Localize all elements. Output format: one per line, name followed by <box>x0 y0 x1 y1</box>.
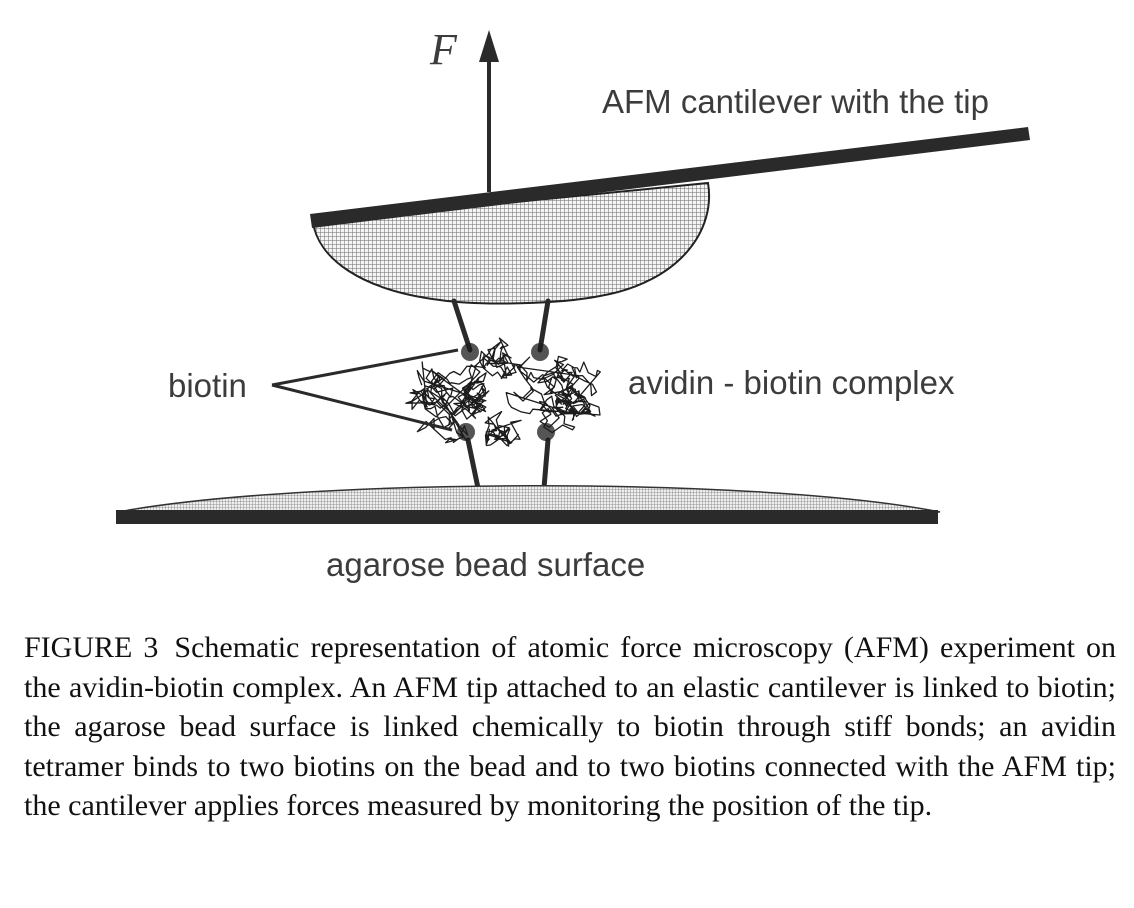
caption-text: Schematic representation of atomic force… <box>24 631 1116 823</box>
biotin-pointers <box>271 348 459 432</box>
force-label: F <box>429 25 458 74</box>
agarose-bead <box>117 485 941 513</box>
bead-surface-label: agarose bead surface <box>326 546 645 583</box>
bead-surface-bar <box>116 510 938 524</box>
figure-number: FIGURE 3 <box>24 631 159 664</box>
force-arrow <box>479 30 499 192</box>
afm-cantilever <box>310 127 1030 228</box>
avidin-tetramer <box>405 337 601 447</box>
biotin-label: biotin <box>168 367 247 404</box>
afm-schematic-diagram: F AFM cantilever with the tip biotin avi… <box>116 25 1030 583</box>
avidin-biotin-complex-label: avidin - biotin complex <box>628 364 955 401</box>
linker-bonds <box>451 298 551 491</box>
cantilever-label: AFM cantilever with the tip <box>602 83 989 120</box>
